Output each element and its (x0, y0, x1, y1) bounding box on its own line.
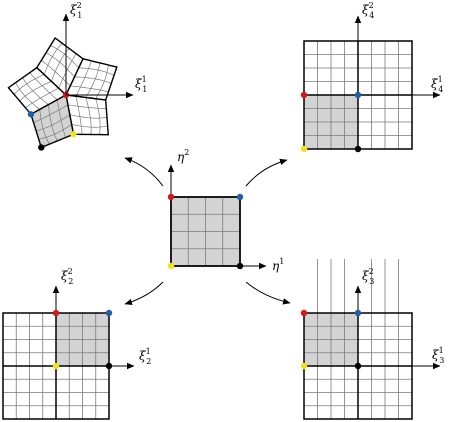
pentagon-grid-line (15, 82, 40, 110)
patch-3-red-dot (300, 309, 308, 317)
pentagon-grid-line (78, 67, 115, 76)
patch-4-yellow-dot (300, 145, 308, 153)
patch-3-blue-dot (354, 309, 362, 317)
black-vertex-dot (236, 262, 244, 270)
pentagon-grid-line (39, 109, 50, 145)
map-arrow-to-patch-2 (124, 281, 164, 306)
map-arrow-to-patch-3 (245, 281, 291, 305)
patch-4-black-dot (354, 145, 362, 153)
pentagon-blue-dot (27, 111, 35, 118)
patch-2-yellow-dot (52, 362, 60, 370)
map-arrow-to-pentagon (124, 157, 164, 187)
patch-2-black-dot (105, 362, 113, 370)
eta1-label: η1 (272, 257, 284, 273)
eta2-label: η2 (177, 148, 189, 164)
patch-4-blue-dot (354, 91, 362, 99)
pentagon-grid-line (71, 124, 108, 128)
yellow-vertex-dot (167, 262, 175, 270)
pentagon-grid-line (38, 124, 72, 140)
pentagon-grid-line (13, 74, 45, 95)
pentagon-grid-line (50, 45, 80, 69)
red-vertex-dot (167, 193, 175, 201)
patch-2-blue-dot (105, 309, 113, 317)
patch-3-black-dot (354, 362, 362, 370)
reference-square-grid (171, 197, 240, 266)
pentagon-grid-line (95, 98, 101, 135)
pentagon-grid-line (22, 77, 49, 105)
pentagon-grid-line (85, 97, 92, 135)
pentagon-black-dot (38, 144, 45, 151)
pentagon-grid-line (43, 42, 63, 75)
pentagon-shaded-quad (30, 95, 74, 148)
patch-2-red-dot (52, 309, 60, 317)
pentagon-patch-1 (7, 37, 118, 151)
pentagon-quad (66, 95, 109, 135)
patch-3-yellow-dot (300, 362, 308, 370)
pentagon-quad (36, 38, 84, 95)
reference-square (170, 196, 241, 267)
pentagon-grid-line (95, 64, 109, 99)
blue-vertex-dot (236, 193, 244, 201)
map-arrow-to-patch-4 (245, 158, 288, 187)
pentagon-grid-line (74, 76, 112, 84)
pentagon-yellow-dot (70, 131, 77, 138)
patch-4-red-dot (300, 91, 308, 99)
pentagon-grid-line (36, 114, 70, 132)
